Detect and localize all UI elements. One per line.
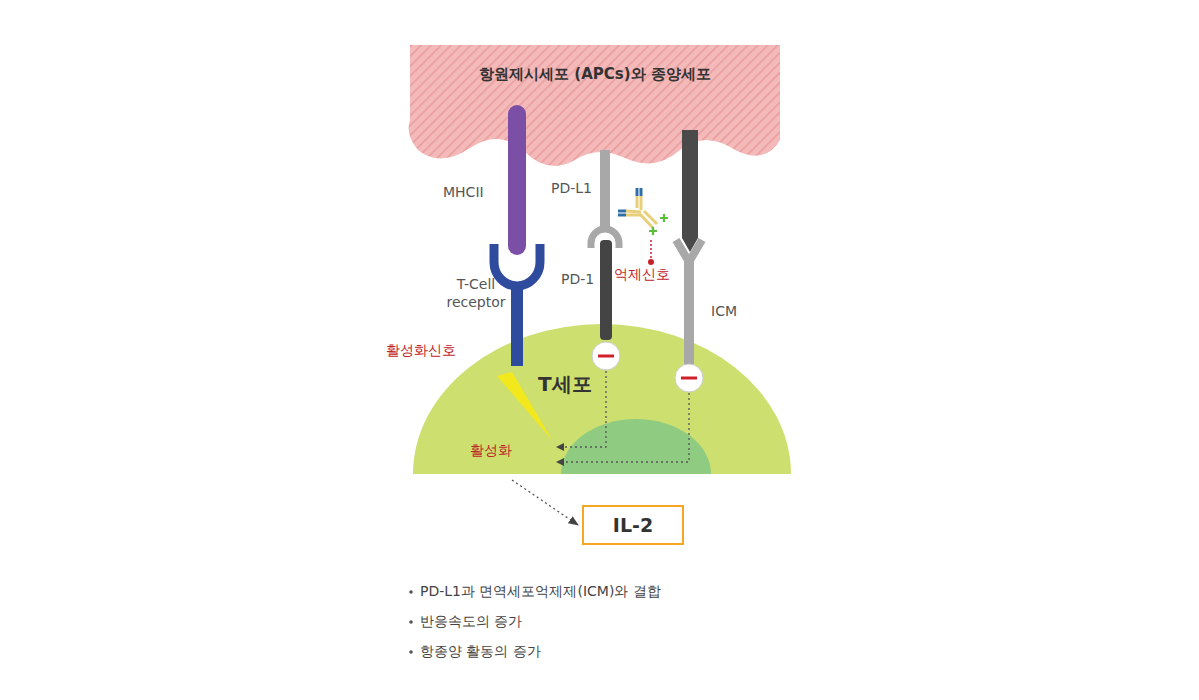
shape (598, 355, 614, 358)
node-text: T세포 (538, 371, 592, 398)
mhcii (508, 105, 526, 255)
bullet (409, 620, 413, 624)
tcr (494, 244, 540, 286)
signal-name: 활성화 (470, 442, 512, 460)
t-cell (413, 324, 791, 474)
part-name: PD-1 (561, 271, 594, 289)
shape (640, 196, 643, 210)
signal-name: 활성화신호 (386, 342, 456, 360)
shape (618, 214, 626, 217)
bullet (409, 650, 413, 654)
signal-name: 억제신호 (614, 266, 670, 284)
tcr-stem (511, 284, 523, 366)
part-name: T-Cell receptor (440, 276, 512, 311)
pd-l1 (600, 150, 610, 230)
process-box: IL-2 (582, 505, 684, 545)
dotted-arrow (512, 480, 578, 525)
icm-ligand (682, 130, 698, 252)
node-text: 항원제시세포 (APCs)와 종양세포 (430, 65, 760, 84)
shape (648, 259, 654, 265)
inhibit-path (563, 393, 689, 462)
inhibit-mark (675, 364, 703, 392)
t-cell-dome: T세포 (413, 324, 791, 474)
shape (636, 196, 639, 208)
note: PD-L1과 면역세포억제제(ICM)와 결합 (420, 583, 661, 601)
shape (649, 214, 668, 235)
antibody (618, 188, 668, 265)
shape (618, 210, 626, 213)
apc-cell (409, 45, 780, 166)
cell-title-region: 항원제시세포 (APCs)와 종양세포 (430, 58, 760, 92)
part-name: PD-L1 (551, 180, 592, 198)
shape (626, 214, 641, 217)
shape (556, 458, 564, 466)
part-name: MHCII (443, 184, 484, 202)
shape (681, 377, 697, 380)
bullet (409, 590, 413, 594)
note: 항종양 활동의 증가 (420, 643, 541, 661)
shape (636, 188, 639, 196)
icm-stem (684, 258, 694, 368)
shape (644, 211, 657, 224)
node-text: IL-2 (613, 514, 653, 536)
part-name: ICM (711, 303, 737, 321)
inhibit-mark (592, 342, 620, 370)
pd-1 (600, 240, 612, 340)
shape (556, 443, 564, 451)
nucleus (561, 419, 711, 474)
shape (650, 240, 652, 258)
shape (640, 188, 643, 196)
shape (626, 211, 641, 212)
note: 반응속도의 증가 (420, 613, 522, 631)
